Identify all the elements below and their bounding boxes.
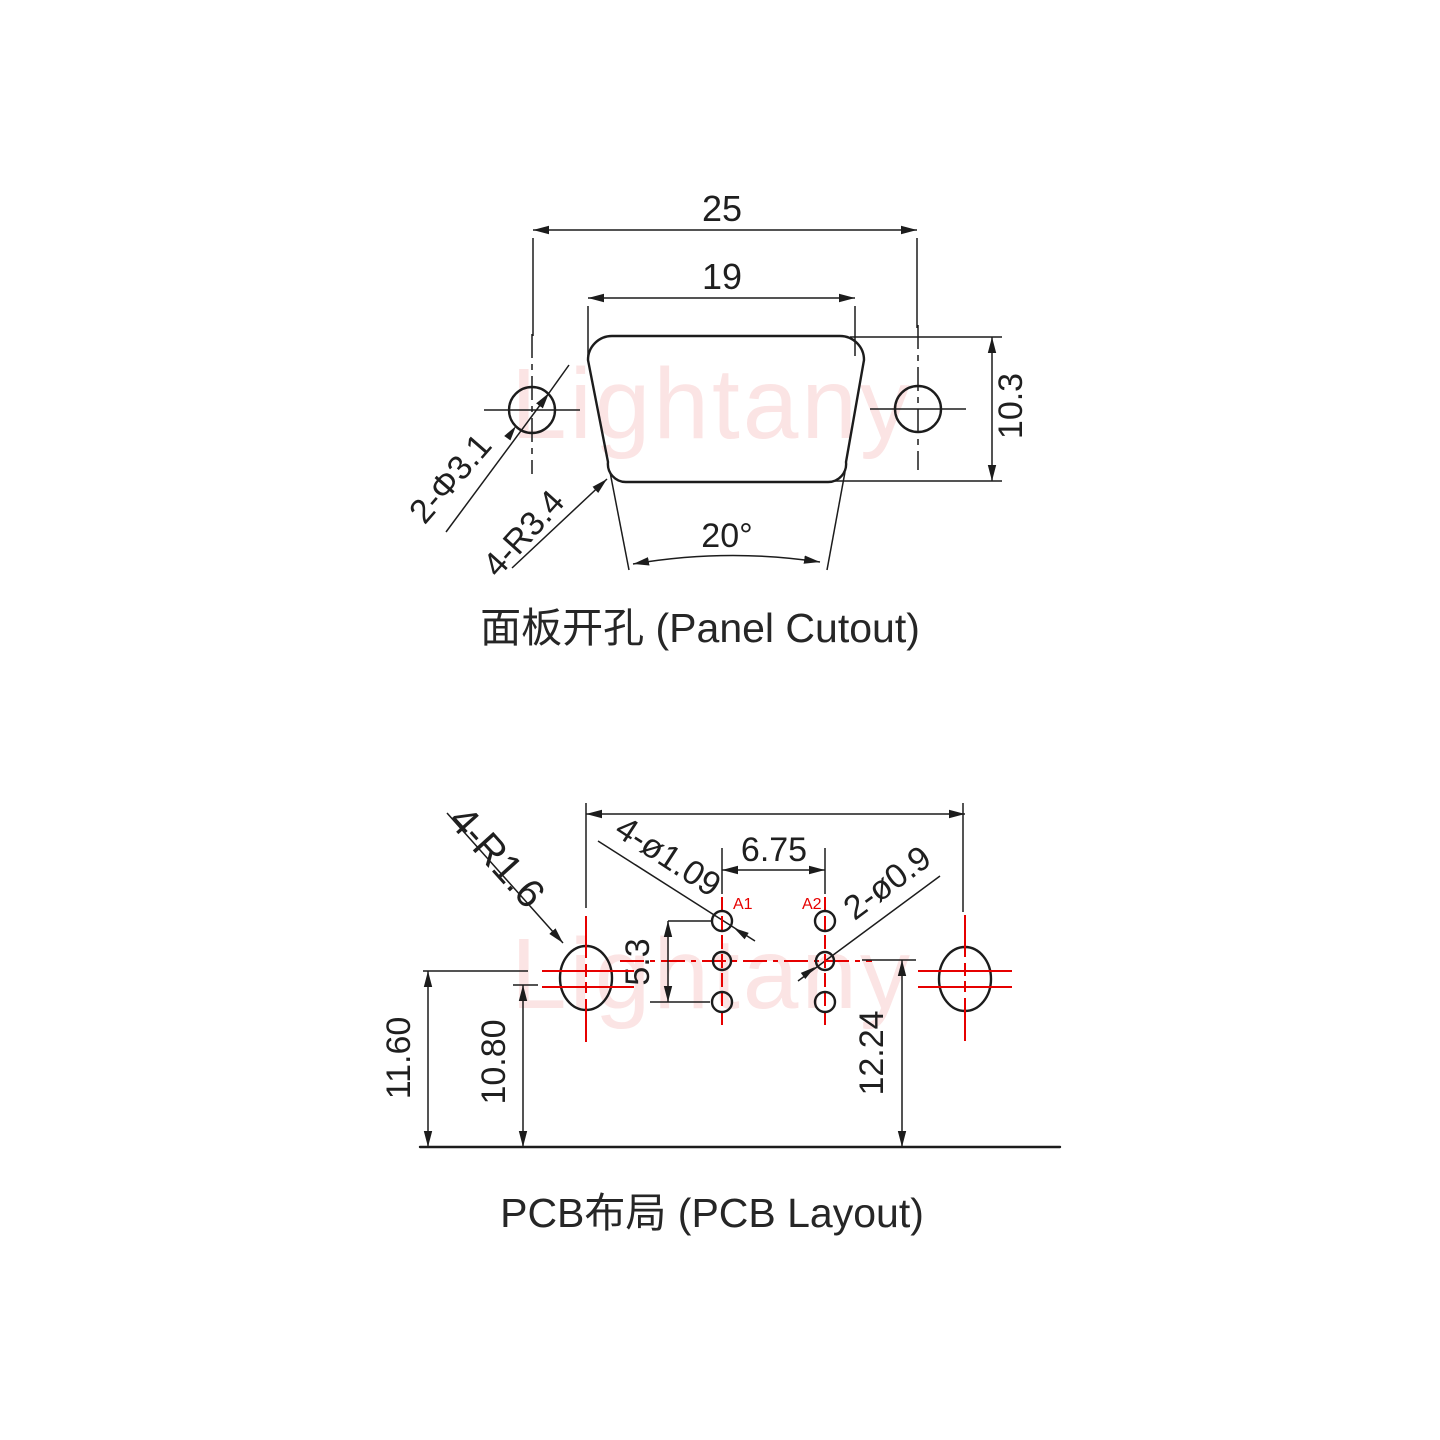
panel-cutout-title: 面板开孔 (Panel Cutout) bbox=[480, 605, 920, 651]
pin-hole-a1-mid bbox=[711, 950, 733, 972]
dim-mount-lower-label: 10.80 bbox=[475, 1019, 513, 1104]
dim-draft-angle: 20° bbox=[609, 471, 846, 571]
dim-pin-row-label: 12.24 bbox=[853, 1010, 891, 1095]
pin-label-a2: A2 bbox=[802, 896, 822, 913]
pin-hole-a2-mid bbox=[814, 950, 836, 972]
panel-mount-hole-right bbox=[870, 325, 966, 470]
dim-outer-width: 25 bbox=[532, 188, 918, 336]
pin-label-a1: A1 bbox=[733, 896, 753, 913]
label-signal-holes: 4-ø1.09 bbox=[609, 809, 728, 905]
dim-pitch: 6.75 bbox=[721, 831, 826, 894]
dim-draft-angle-label: 20° bbox=[701, 517, 752, 555]
dim-mount-lower: 10.80 bbox=[475, 984, 538, 1147]
watermark: Lightany Lightany bbox=[511, 348, 913, 1030]
dsub-cutout-outline bbox=[586, 334, 866, 484]
dim-cutout-height: 10.3 bbox=[835, 336, 1030, 482]
watermark-text-bottom: Lightany bbox=[511, 918, 913, 1030]
dim-mount-span bbox=[585, 803, 965, 912]
dim-mount-upper: 11.60 bbox=[380, 970, 528, 1147]
dim-outer-width-label: 25 bbox=[702, 188, 742, 229]
pin-hole-a1-bottom bbox=[710, 990, 734, 1014]
dim-row-span: 5.3 bbox=[619, 920, 711, 1003]
label-mount-radius: 4-R1.6 bbox=[440, 798, 553, 917]
pcb-mount-hole-left bbox=[542, 916, 634, 1042]
panel-mount-hole-left bbox=[484, 334, 580, 474]
label-corner-radius: 4-R3.4 bbox=[476, 483, 573, 584]
pin-holes bbox=[710, 909, 837, 1014]
dim-cutout-height-label: 10.3 bbox=[992, 373, 1030, 439]
leader-corner-radius: 4-R3.4 bbox=[476, 478, 608, 584]
dim-inner-width: 19 bbox=[587, 256, 856, 356]
watermark-text-top: Lightany bbox=[511, 348, 913, 460]
pin-hole-a2-top bbox=[813, 909, 837, 933]
pin-column-centerlines bbox=[620, 897, 872, 1027]
dim-row-span-label: 5.3 bbox=[619, 938, 657, 985]
leader-mount-radius: 4-R1.6 bbox=[440, 798, 564, 944]
dim-pitch-label: 6.75 bbox=[741, 831, 807, 869]
pcb-layout-title: PCB布局 (PCB Layout) bbox=[500, 1190, 924, 1236]
pin-hole-a2-bottom bbox=[813, 990, 837, 1014]
dim-pin-row: 12.24 bbox=[853, 959, 916, 1147]
pin-hole-a1-top bbox=[710, 909, 734, 933]
dim-inner-width-label: 19 bbox=[702, 256, 742, 297]
pcb-mount-hole-right bbox=[918, 915, 1012, 1041]
dim-mount-upper-label: 11.60 bbox=[380, 1017, 418, 1100]
